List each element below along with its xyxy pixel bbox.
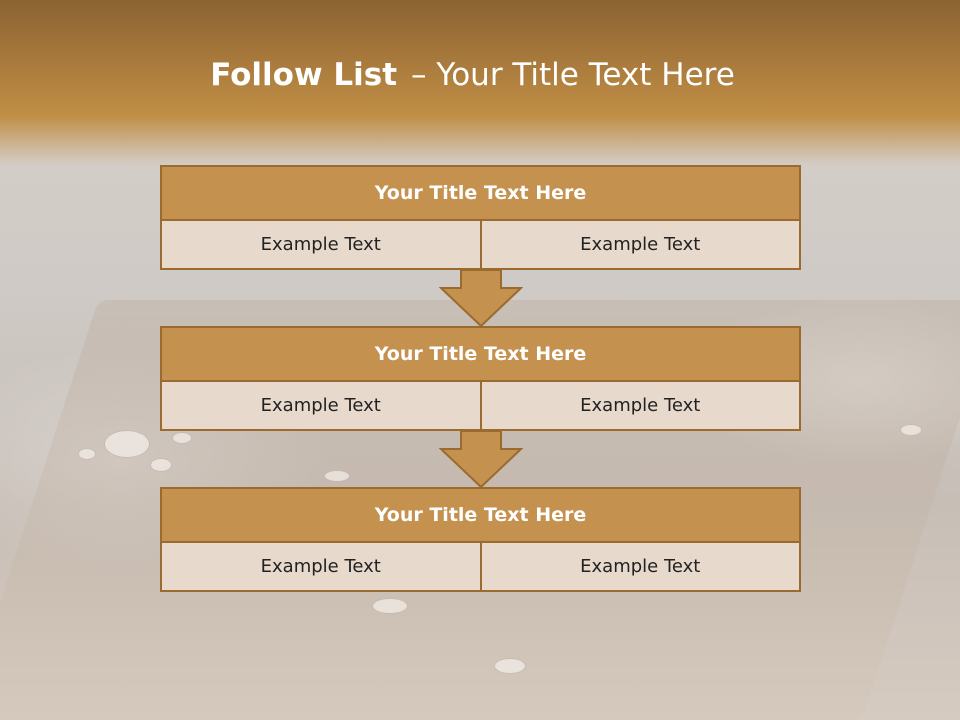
block-title: Your Title Text Here <box>160 326 801 382</box>
list-block-1: Your Title Text Here Example Text Exampl… <box>160 165 801 270</box>
block-row: Example Text Example Text <box>160 543 801 592</box>
list-block-2: Your Title Text Here Example Text Exampl… <box>160 326 801 431</box>
slide-title: Follow List – Your Title Text Here <box>0 55 945 95</box>
block-cell-left: Example Text <box>160 543 482 592</box>
block-row: Example Text Example Text <box>160 382 801 431</box>
block-cell-left: Example Text <box>160 221 482 270</box>
down-arrow-icon <box>439 431 523 489</box>
block-row: Example Text Example Text <box>160 221 801 270</box>
block-cell-right: Example Text <box>481 382 801 431</box>
header-band <box>0 0 960 165</box>
slide-title-rest: – Your Title Text Here <box>411 57 735 93</box>
list-block-3: Your Title Text Here Example Text Exampl… <box>160 487 801 592</box>
block-cell-left: Example Text <box>160 382 482 431</box>
slide-title-bold: Follow List <box>210 57 398 93</box>
block-title: Your Title Text Here <box>160 487 801 543</box>
block-cell-right: Example Text <box>481 543 801 592</box>
block-cell-right: Example Text <box>481 221 801 270</box>
down-arrow-icon <box>439 270 523 328</box>
block-title: Your Title Text Here <box>160 165 801 221</box>
